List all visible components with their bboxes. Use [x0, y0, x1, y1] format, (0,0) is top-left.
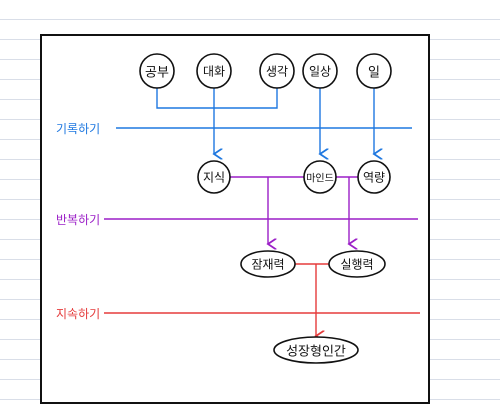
repeat-layer-label: 반복하기	[56, 213, 101, 227]
node-daehwa	[196, 53, 232, 89]
node-ilsang-label: 일상	[308, 64, 332, 79]
node-maindeu	[303, 160, 337, 194]
node-saenggak	[259, 53, 295, 89]
node-silhaengnyeok-label: 실행력	[340, 257, 374, 272]
node-gongbu-label: 공부	[145, 65, 169, 81]
node-daehwa-label: 대화	[202, 64, 226, 79]
node-il-label: 일	[368, 65, 380, 81]
node-silhaengnyeok	[328, 250, 386, 278]
node-yeongnyang-label: 역량	[362, 170, 386, 185]
node-il	[356, 53, 392, 89]
record-layer-label: 기록하기	[56, 122, 101, 136]
node-saenggak-label: 생각	[265, 64, 289, 79]
node-jamjaeryeok-label: 잠재력	[251, 257, 285, 272]
node-jisik	[197, 160, 231, 194]
node-ilsang	[302, 53, 338, 89]
node-jisik-label: 지식	[202, 170, 226, 185]
node-yeongnyang	[357, 160, 391, 194]
node-maindeu-label: 마인드	[306, 173, 334, 185]
node-seongjang-label: 성장형인간	[286, 344, 346, 360]
sustain-layer-label: 지속하기	[56, 307, 101, 321]
node-gongbu	[139, 53, 175, 89]
connector-top-group	[156, 88, 278, 109]
node-jamjaeryeok	[240, 250, 296, 278]
node-seongjang	[273, 336, 359, 364]
